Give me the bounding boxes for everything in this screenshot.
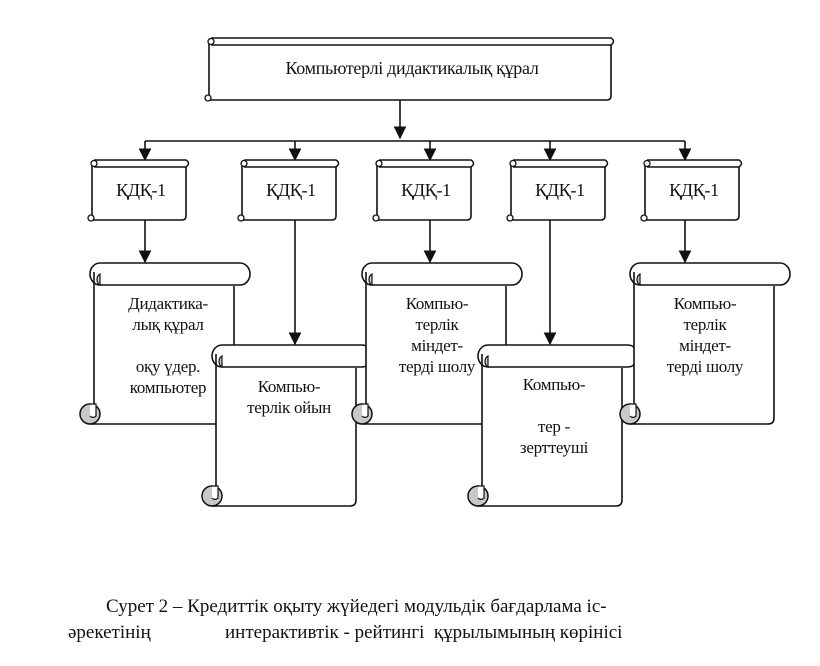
scroll-top-roll: [222, 344, 373, 368]
module-node-scroll-5: [640, 159, 743, 222]
figure-caption-line-1: Сурет 2 – Кредиттік оқыту жүйедегі модул…: [106, 596, 607, 617]
scroll-curl-icon: [636, 273, 641, 286]
leaf-label-line: [102, 335, 234, 356]
scroll-curl-icon: [484, 355, 489, 368]
root-scroll-shape: [204, 37, 615, 102]
leaf-label-line: терлік ойын: [247, 398, 331, 417]
scroll-top-roll: [372, 262, 523, 286]
scroll-curl-inner: [361, 403, 369, 418]
scroll-top-roll-left: [89, 262, 101, 286]
module-node-scroll-3: [372, 159, 475, 222]
leaf-node-scroll-1: [79, 262, 251, 425]
module-node-scroll-1: [87, 159, 190, 222]
scroll-top-roll: [100, 262, 251, 286]
leaf-label-line: Компью-: [257, 377, 321, 396]
scroll-curl-icon: [368, 273, 373, 286]
scroll-curl-icon: [643, 159, 651, 168]
scroll-top-roll: [379, 159, 475, 168]
module-node-label-2: ҚДҚ-1: [266, 180, 316, 200]
scroll-body: [241, 166, 337, 221]
scroll-body: [215, 354, 357, 507]
scroll-top-roll: [244, 159, 340, 168]
leaf-label-line: терлік: [683, 315, 727, 334]
figure-caption-line-2-start: әрекетінің: [68, 622, 151, 643]
scroll-top-roll-left: [361, 262, 373, 286]
leaf-label-line: компьютер: [129, 378, 207, 397]
scroll-curl-inner: [629, 403, 637, 418]
leaf-node-label-3: Компью-терлік міндет-терді шолу: [372, 293, 502, 377]
scroll-top-roll-left: [477, 344, 489, 368]
scroll-curl-icon: [640, 214, 648, 222]
scroll-body: [376, 166, 472, 221]
leaf-label-line: терді шолу: [666, 357, 744, 376]
leaf-node-label-5: Компью-терлік міндет-терді шолу: [640, 293, 770, 377]
scroll-body: [633, 272, 775, 425]
scroll-curl-inner: [477, 485, 485, 500]
leaf-label-line: Компью-: [522, 375, 586, 394]
scroll-curl-icon: [372, 214, 380, 222]
scroll-curl-icon: [240, 159, 248, 168]
scroll-curl-icon: [204, 94, 212, 102]
module-scroll-shapes: [87, 159, 743, 222]
leaf-node-label-1: Дидактика-лық құрал оқу үдер. компьютер: [102, 293, 234, 398]
scroll-top-roll: [488, 344, 639, 368]
leaf-node-label-4: Компью- тер - зерттеуші: [490, 374, 618, 458]
leaf-label-line: тер -: [538, 417, 570, 436]
scroll-curl-icon: [237, 214, 245, 222]
leaf-label-line: міндет-: [679, 336, 731, 355]
leaf-label-line: терлік: [415, 315, 459, 334]
leaf-label-line: Дидактика-: [128, 294, 208, 313]
leaf-label-line: Компью-: [405, 294, 469, 313]
module-node-label-4: ҚДҚ-1: [535, 180, 585, 200]
leaf-node-scroll-5: [619, 262, 791, 425]
scroll-curl-inner: [211, 485, 219, 500]
scroll-body: [91, 166, 187, 221]
scroll-top-roll: [640, 262, 791, 286]
scroll-curl-icon: [90, 159, 98, 168]
module-node-label-1: ҚДҚ-1: [116, 180, 166, 200]
leaf-node-scroll-4: [467, 344, 639, 507]
scroll-top-roll: [94, 159, 190, 168]
scroll-curl-icon: [207, 37, 215, 46]
scroll-body: [644, 166, 740, 221]
leaf-label-line: лық құрал: [132, 315, 204, 334]
scroll-curl-icon: [375, 159, 383, 168]
scroll-top-roll: [647, 159, 743, 168]
module-node-scroll-2: [237, 159, 340, 222]
scroll-curl-icon: [218, 355, 223, 368]
scroll-top-roll: [211, 37, 615, 46]
module-node-label-3: ҚДҚ-1: [401, 180, 451, 200]
leaf-label-line: Компью-: [673, 294, 737, 313]
scroll-curl-icon: [506, 214, 514, 222]
module-node-scroll-4: [506, 159, 609, 222]
scroll-curl-icon: [509, 159, 517, 168]
scroll-body: [481, 354, 623, 507]
scroll-body: [208, 44, 612, 101]
root-node-label: Компьютерлі дидактикалық құрал: [285, 58, 539, 78]
root-node-scroll: [204, 37, 615, 102]
leaf-label-line: оқу үдер.: [135, 357, 201, 376]
scroll-curl-icon: [96, 273, 101, 286]
leaf-node-label-2: Компью-терлік ойын: [224, 376, 354, 418]
connectors: [138, 100, 692, 346]
scroll-curl-icon: [87, 214, 95, 222]
leaf-node-scroll-3: [351, 262, 523, 425]
leaf-label-line: зерттеуші: [519, 438, 589, 457]
leaf-scroll-shapes: [79, 262, 791, 507]
scroll-body: [510, 166, 606, 221]
leaf-label-line: терді шолу: [398, 357, 476, 376]
module-node-label-5: ҚДҚ-1: [669, 180, 719, 200]
scroll-top-roll-left: [629, 262, 641, 286]
leaf-label-line: міндет-: [411, 336, 463, 355]
scroll-top-roll: [513, 159, 609, 168]
scroll-top-roll-left: [211, 344, 223, 368]
figure-caption-line-2-end: интерактивтік - рейтингі құрылымының көр…: [225, 622, 623, 643]
leaf-label-line: [490, 395, 618, 416]
scroll-curl-inner: [89, 403, 97, 418]
